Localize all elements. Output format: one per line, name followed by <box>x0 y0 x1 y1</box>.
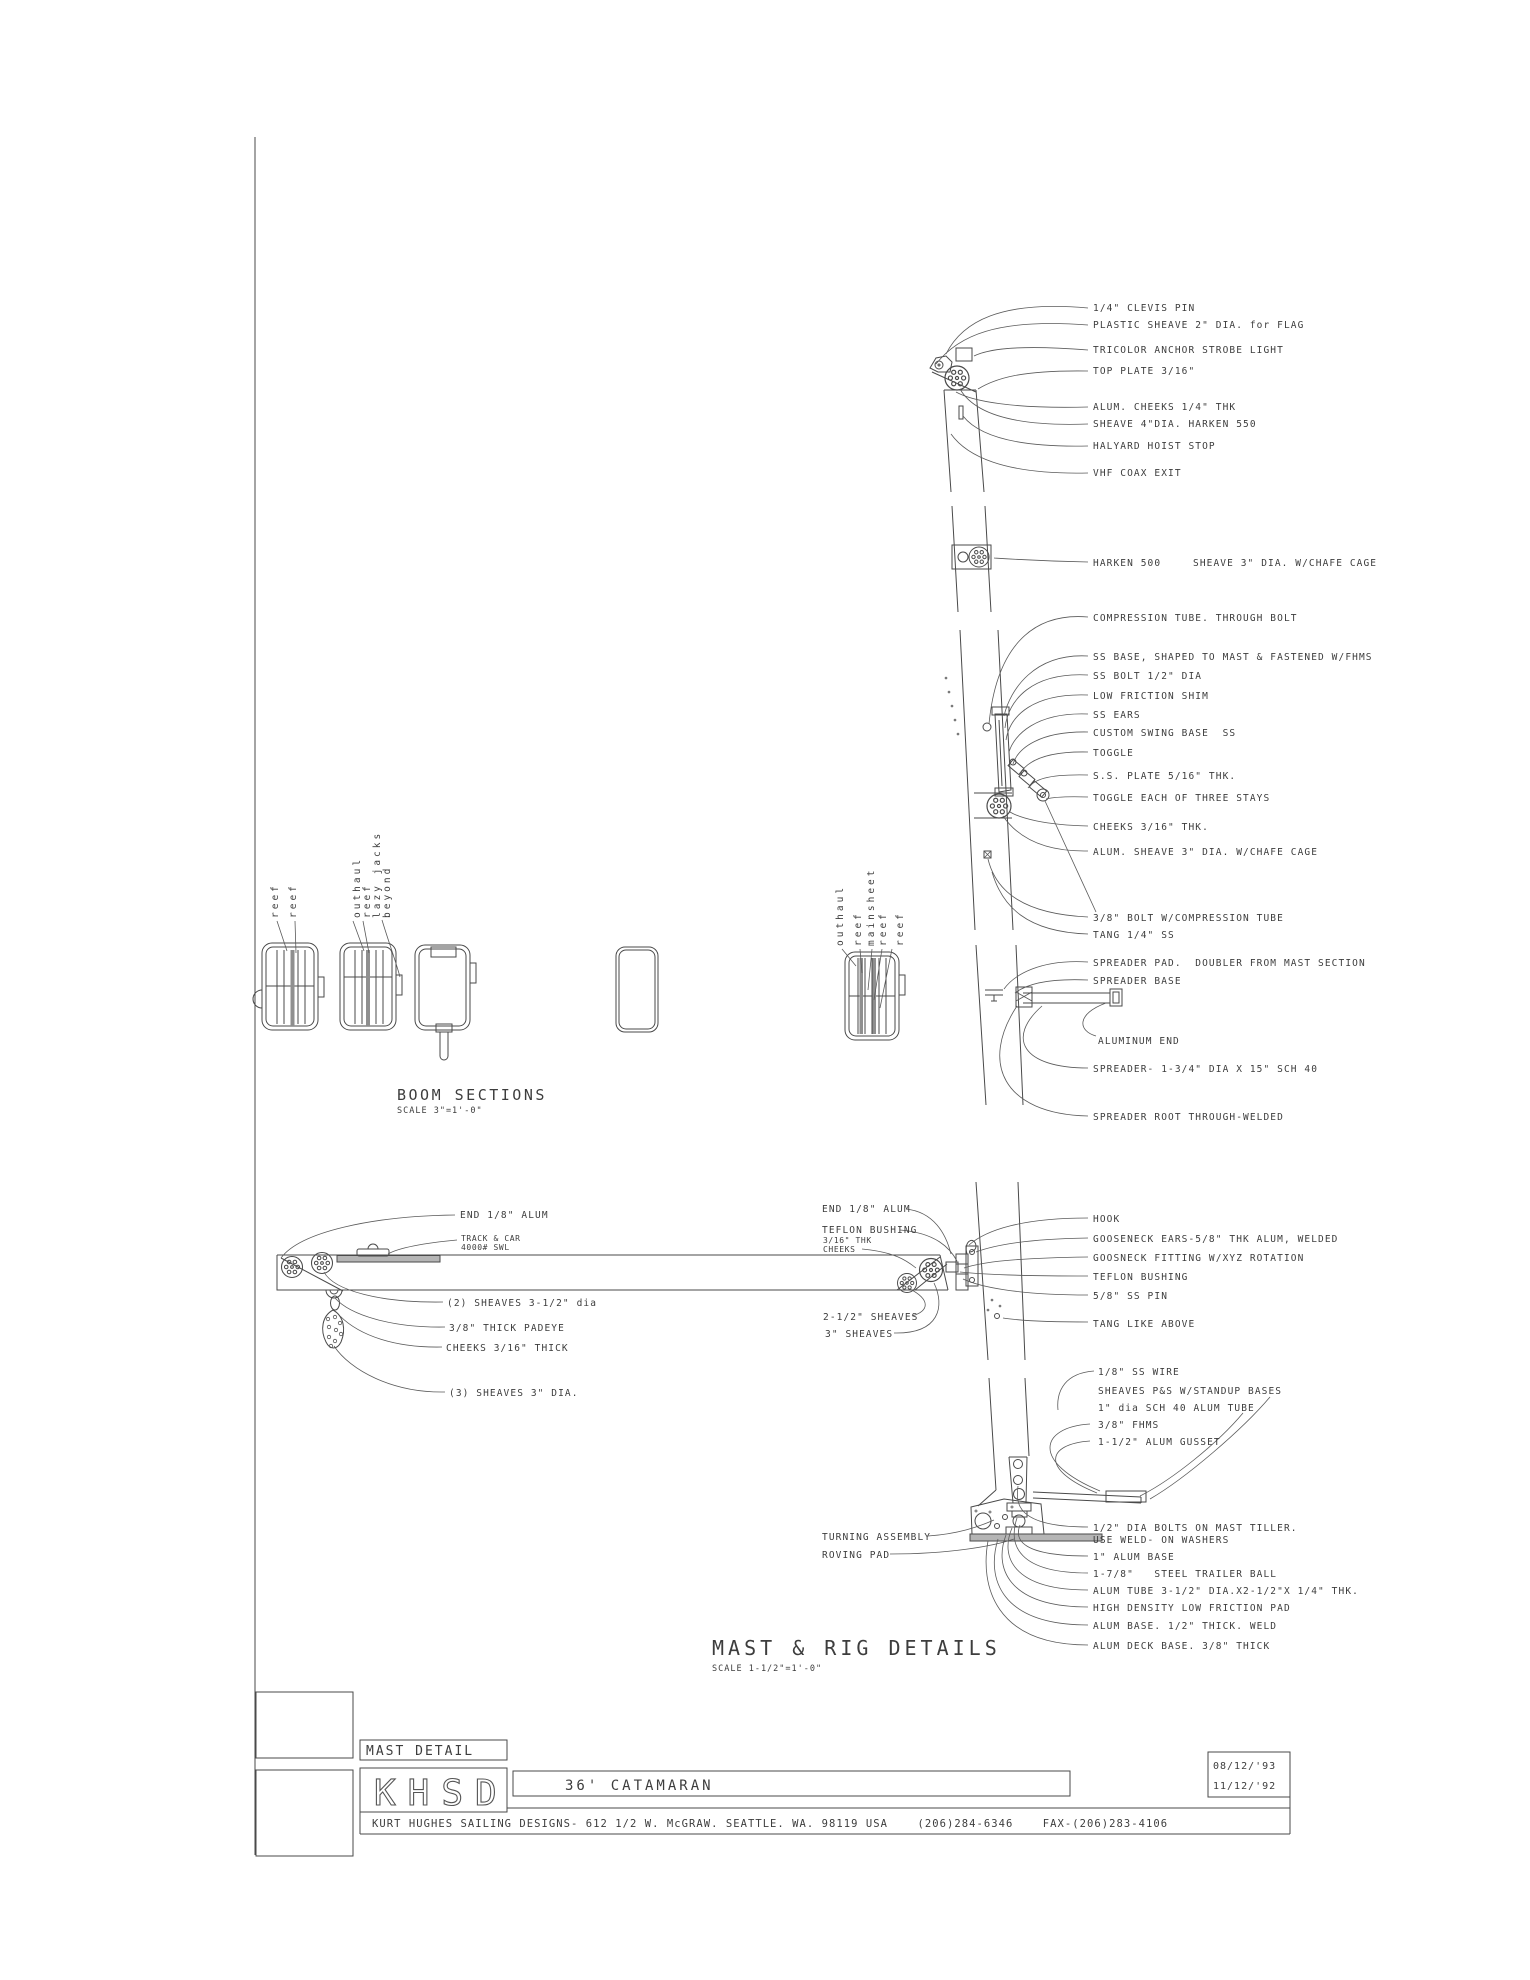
label-boom-right-end: END 1/8" ALUM <box>822 1204 911 1215</box>
label-tricolor-light: TRICOLOR ANCHOR STROBE LIGHT <box>1093 345 1284 356</box>
label-ss-ears: SS EARS <box>1093 710 1141 721</box>
label-harken-part: HARKEN 500 <box>1093 558 1161 569</box>
title-block-detail: MAST DETAIL <box>366 1744 474 1759</box>
label-alum-gusset: 1-1/2" ALUM GUSSET <box>1098 1437 1221 1448</box>
label-2-sheaves: (2) SHEAVES 3-1/2" dia <box>447 1298 597 1309</box>
label-ss-base: SS BASE, SHAPED TO MAST & FASTENED W/FHM… <box>1093 652 1373 663</box>
gooseneck-drawing <box>945 1239 1002 1319</box>
label-deck-base: ALUM DECK BASE. 3/8" THICK <box>1093 1641 1270 1652</box>
label-friction-shim: LOW FRICTION SHIM <box>1093 691 1209 702</box>
label-s1-reef-2: reef <box>288 883 299 918</box>
label-roving-pad: ROVING PAD <box>822 1550 890 1561</box>
label-s3-reef-2: reef <box>878 911 889 946</box>
label-plastic-sheave: PLASTIC SHEAVE 2" DIA. for FLAG <box>1093 320 1304 331</box>
label-halyard-stop: HALYARD HOIST STOP <box>1093 441 1216 452</box>
label-trailer-ball: 1-7/8" STEEL TRAILER BALL <box>1093 1569 1277 1580</box>
label-tang-14ss: TANG 1/4" SS <box>1093 930 1175 941</box>
label-tang-like-above: TANG LIKE ABOVE <box>1093 1319 1195 1330</box>
main-title-scale: SCALE 1-1/2"=1'-0" <box>712 1664 822 1674</box>
boom-sections-scale: SCALE 3"=1'-0" <box>397 1106 483 1116</box>
label-boom-end-alum: END 1/8" ALUM <box>460 1210 549 1221</box>
label-s1-reef-1: reef <box>270 883 281 918</box>
label-cheeks-thick: CHEEKS 3/16" THICK <box>446 1343 569 1354</box>
label-2half-sheaves: 2-1/2" SHEAVES <box>823 1312 918 1323</box>
label-compression-tube: COMPRESSION TUBE. THROUGH BOLT <box>1093 613 1298 624</box>
label-s2-outhaul: outhaul <box>352 857 363 918</box>
label-alum-tube: ALUM TUBE 3-1/2" DIA.X2-1/2"X 1/4" THK. <box>1093 1586 1359 1597</box>
label-teflon-bushing: TEFLON BUSHING <box>1093 1272 1188 1283</box>
boom-sections-drawing <box>252 942 906 1061</box>
label-toggle-stays: TOGGLE EACH OF THREE STAYS <box>1093 793 1270 804</box>
harken-exit-box <box>951 544 992 570</box>
title-block-boat: 36' CATAMARAN <box>565 1778 714 1794</box>
label-bolt-compression: 3/8" BOLT W/COMPRESSION TUBE <box>1093 913 1284 924</box>
label-hook: HOOK <box>1093 1214 1120 1225</box>
label-ss-pin: 5/8" SS PIN <box>1093 1291 1168 1302</box>
label-harken-desc: SHEAVE 3" DIA. W/CHAFE CAGE <box>1193 558 1377 569</box>
label-dia-bolts: 1/2" DIA BOLTS ON MAST TILLER. <box>1093 1523 1298 1534</box>
label-clevis-pin: 1/4" CLEVIS PIN <box>1093 303 1195 314</box>
label-padeye: 3/8" THICK PADEYE <box>449 1323 565 1334</box>
label-swing-base: CUSTOM SWING BASE SS <box>1093 728 1236 739</box>
label-teflon-left: TEFLON BUSHING <box>822 1225 917 1236</box>
label-ss-wire: 1/8" SS WIRE <box>1098 1367 1180 1378</box>
label-s3-mainsheet: mainsheet <box>866 868 877 946</box>
label-316-thk: 3/16" THK <box>823 1236 872 1245</box>
label-spreader-base: SPREADER BASE <box>1093 976 1182 987</box>
title-block-date-1: 08/12/'93 <box>1213 1761 1276 1772</box>
label-alum-base-1: 1" ALUM BASE <box>1093 1552 1175 1563</box>
label-3in-sheaves: 3" SHEAVES <box>825 1329 893 1340</box>
label-cheeks-316: CHEEKS 3/16" THK. <box>1093 822 1209 833</box>
label-s2-reef: reef <box>362 883 373 918</box>
title-block-logo: KHSD <box>374 1773 509 1814</box>
label-track-car: TRACK & CAR <box>461 1234 521 1243</box>
label-weld-washers: USE WELD- ON WASHERS <box>1093 1535 1229 1546</box>
label-spreader-pad: SPREADER PAD. DOUBLER FROM MAST SECTION <box>1093 958 1366 969</box>
label-alum-sheave: ALUM. SHEAVE 3" DIA. W/CHAFE CAGE <box>1093 847 1318 858</box>
main-title: MAST & RIG DETAILS <box>712 1636 1001 1660</box>
label-s3-reef-3: reef <box>895 911 906 946</box>
boom-sections-title: BOOM SECTIONS <box>397 1086 547 1104</box>
label-spreader-root: SPREADER ROOT THROUGH-WELDED <box>1093 1112 1284 1123</box>
label-vhf-coax: VHF COAX EXIT <box>1093 468 1182 479</box>
label-sch40-tube: 1" dia SCH 40 ALUM TUBE <box>1098 1403 1255 1414</box>
label-aluminum-end: ALUMINUM END <box>1098 1036 1180 1047</box>
label-turning-assembly: TURNING ASSEMBLY <box>822 1532 931 1543</box>
label-spreader-size: SPREADER- 1-3/4" DIA X 15" SCH 40 <box>1093 1064 1318 1075</box>
title-block-date-2: 11/12/'92 <box>1213 1781 1276 1792</box>
label-track-swl: 4000# SWL <box>461 1243 510 1252</box>
label-3-sheaves: (3) SHEAVES 3" DIA. <box>449 1388 579 1399</box>
label-top-plate: TOP PLATE 3/16" <box>1093 366 1195 377</box>
label-ss-plate: S.S. PLATE 5/16" THK. <box>1093 771 1236 782</box>
label-sheaves-ps: SHEAVES P&S W/STANDUP BASES <box>1098 1386 1282 1397</box>
label-s3-outhaul: outhaul <box>835 885 846 946</box>
label-alum-base-weld: ALUM BASE. 1/2" THICK. WELD <box>1093 1621 1277 1632</box>
label-sheave-4dia: SHEAVE 4"DIA. HARKEN 550 <box>1093 419 1257 430</box>
label-alum-cheeks: ALUM. CHEEKS 1/4" THK <box>1093 402 1236 413</box>
boom-drawing <box>276 1243 949 1349</box>
mast-outline <box>951 505 1030 1507</box>
label-toggle: TOGGLE <box>1093 748 1134 759</box>
label-s2-beyond: beyond <box>382 866 393 918</box>
label-friction-pad: HIGH DENSITY LOW FRICTION PAD <box>1093 1603 1291 1614</box>
spreader-drawing <box>985 986 1123 1008</box>
title-block <box>255 1691 1291 1857</box>
title-block-address: KURT HUGHES SAILING DESIGNS- 612 1/2 W. … <box>372 1818 1168 1830</box>
label-ss-bolt: SS BOLT 1/2" DIA <box>1093 671 1202 682</box>
masthead-drawing <box>929 347 985 493</box>
label-s3-reef-1: reef <box>853 911 864 946</box>
label-s2-lazyjacks: lazy jacks <box>372 831 383 918</box>
label-gooseneck-ears: GOOSENECK EARS-5/8" THK ALUM, WELDED <box>1093 1234 1339 1245</box>
label-fhms: 3/8" FHMS <box>1098 1420 1159 1431</box>
leader-lines <box>276 305 1271 1646</box>
label-goosneck-fitting: GOOSNECK FITTING W/XYZ ROTATION <box>1093 1253 1304 1264</box>
label-cheeks-word: CHEEKS <box>823 1245 856 1254</box>
